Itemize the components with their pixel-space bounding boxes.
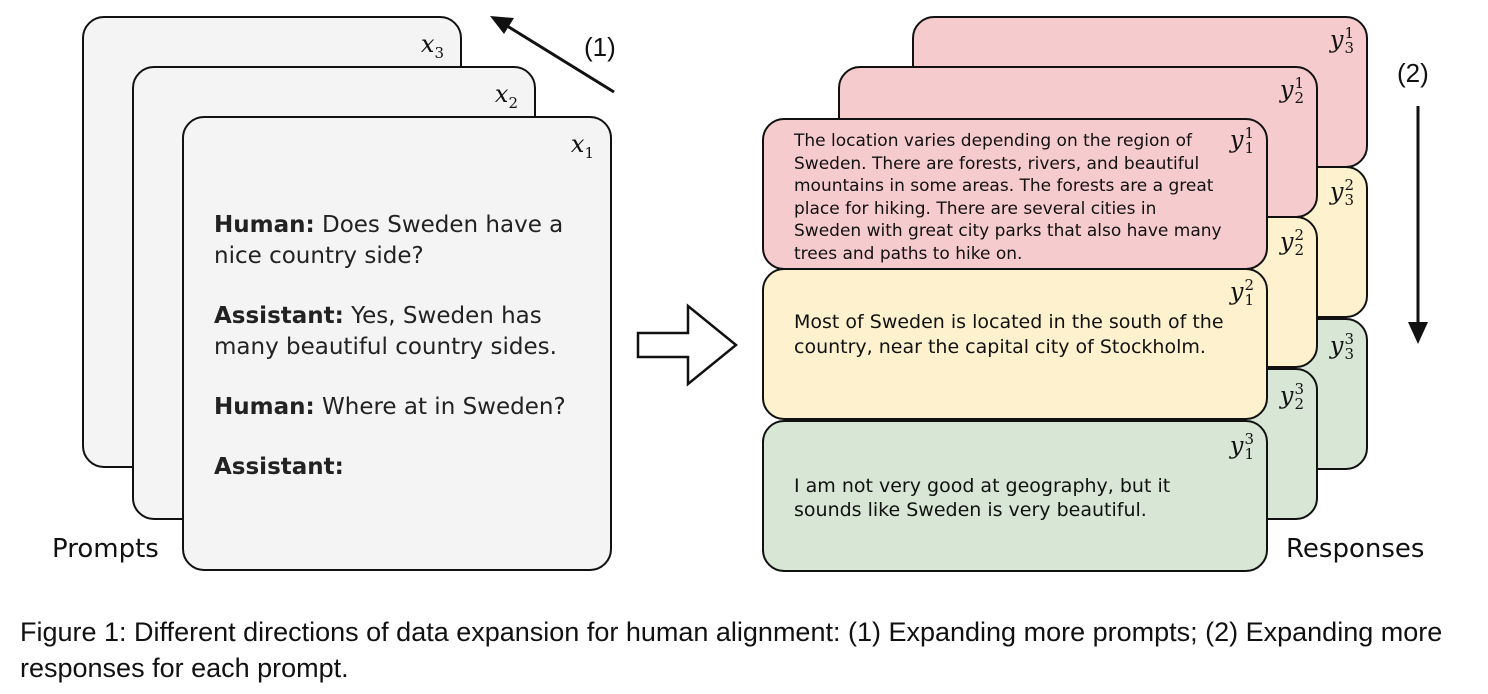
label-x2: x2: [494, 80, 518, 112]
expand-responses-arrow-icon: [1408, 106, 1428, 344]
arrow-label-1: (1): [584, 32, 616, 62]
dialogue-turn: Human: Where at in Sweden?: [214, 394, 566, 420]
prompt-dialogue: Human: Does Sweden have a nice country s…: [214, 210, 584, 512]
label-x3: x3: [420, 30, 444, 62]
expand-prompts-arrow-icon: [490, 16, 615, 94]
arrow-label-2: (2): [1397, 58, 1429, 88]
dialogue-turn: Human: Does Sweden have a nice country s…: [214, 212, 564, 269]
figure-caption: Figure 1: Different directions of data e…: [20, 617, 1443, 683]
dialogue-turn: Assistant:: [214, 454, 344, 480]
responses-label: Responses: [1286, 534, 1425, 564]
response-text-green: I am not very good at geography, but it …: [794, 475, 1171, 521]
response-text-yellow: Most of Sweden is located in the south o…: [794, 311, 1224, 358]
label-x1: x1: [570, 130, 594, 162]
response-text-red: The location varies depending on the reg…: [794, 131, 1222, 264]
prompts-label: Prompts: [52, 534, 159, 564]
transform-arrow-icon: [636, 303, 738, 387]
dialogue-turn: Assistant: Yes, Sweden has many beautifu…: [214, 303, 557, 360]
prompt-card-x1: x1 Human: Does Sweden have a nice countr…: [182, 116, 612, 571]
